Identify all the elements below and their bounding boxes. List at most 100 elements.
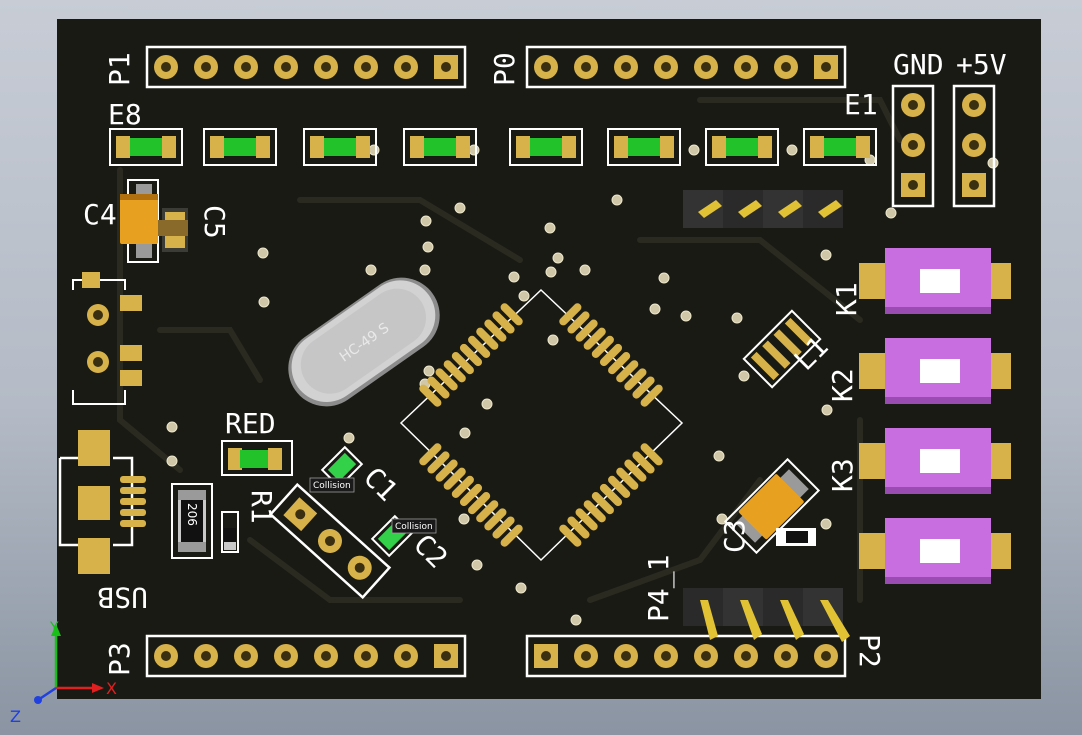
qfp-pin: [608, 475, 631, 498]
pin-hole: [281, 62, 291, 72]
capacitor-c5: [158, 208, 188, 252]
qfp-pin: [624, 368, 647, 391]
qfp-pin: [459, 343, 483, 367]
qfp-pin: [451, 352, 474, 375]
qfp-pin: [567, 311, 590, 334]
resistor-206: 206: [171, 483, 213, 559]
qfp-pin: [616, 467, 639, 490]
pin-hole: [581, 62, 591, 72]
qfp-pin: [492, 516, 515, 539]
usb-connector[interactable]: [58, 430, 146, 574]
label-c5: C5: [198, 205, 231, 239]
qfp-pin: [632, 451, 655, 474]
qfp-pin: [575, 319, 598, 342]
qfp-pin: [459, 483, 483, 507]
qfp-pin: [443, 360, 466, 383]
push-button-k4[interactable]: [859, 518, 1011, 584]
right-angle-header-p4[interactable]: [683, 588, 850, 642]
pin-hole: [401, 62, 411, 72]
qfp-pin: [419, 443, 442, 466]
label-k2: K2: [826, 368, 859, 402]
pin-hole: [701, 62, 711, 72]
header-3pin-angled[interactable]: [268, 482, 392, 600]
label-e8: E8: [108, 98, 142, 131]
header-p1[interactable]: [145, 45, 467, 89]
pin-hole: [821, 62, 831, 72]
label-p2: P2: [853, 634, 886, 668]
label-c3: C3: [718, 519, 751, 553]
led-red: [221, 440, 293, 476]
pin-hole: [741, 62, 751, 72]
pin-hole: [401, 651, 411, 661]
qfp-pin: [468, 335, 491, 358]
qfp-pin: [484, 508, 507, 531]
label-p1: P1: [103, 52, 136, 86]
axis-x-label: X: [106, 679, 117, 698]
qfp-pin: [575, 508, 598, 531]
push-button-k2[interactable]: [859, 338, 1011, 404]
axis-z-label: Z: [10, 707, 21, 726]
right-angle-header-top[interactable]: [683, 190, 843, 228]
pin-hole: [781, 651, 791, 661]
pin-hole: [541, 651, 551, 661]
qfp-pin: [427, 451, 450, 474]
label-c4: C4: [83, 198, 117, 231]
pin-hole: [161, 651, 171, 661]
small-part-near-c3: [776, 528, 816, 546]
qfp-pin: [435, 459, 458, 482]
qfp-pin: [632, 376, 655, 399]
qfp-pin: [443, 467, 466, 490]
tact-switch-left[interactable]: [72, 272, 142, 405]
pin-hole: [701, 651, 711, 661]
led-smd: [705, 128, 779, 166]
pin-hole: [621, 651, 631, 661]
capacitor-c3: [723, 457, 821, 555]
led-smd: [509, 128, 583, 166]
qfp-pin: [608, 352, 631, 375]
label-red: RED: [225, 407, 276, 440]
header-p2[interactable]: [525, 634, 847, 678]
pin-hole: [781, 62, 791, 72]
qfp-pin: [419, 384, 442, 407]
mcu-qfp: [399, 288, 684, 562]
label-k3: K3: [826, 458, 859, 492]
led-smd: [803, 128, 877, 166]
led-smd: [403, 128, 477, 166]
qfp-pin: [640, 443, 663, 466]
qfp-pin: [559, 524, 582, 547]
qfp-pin: [468, 492, 491, 515]
pin-hole: [361, 651, 371, 661]
push-button-k3[interactable]: [859, 428, 1011, 494]
qfp-pin: [500, 303, 523, 326]
qfp-pin: [427, 376, 450, 399]
pin-hole: [241, 62, 251, 72]
vias: [166, 144, 999, 626]
resistor-code: 206: [185, 503, 199, 526]
led-smd: [607, 128, 681, 166]
header-p3[interactable]: [145, 634, 467, 678]
crystal-hc49s: HC-49 S: [288, 277, 440, 407]
copper-traces: [117, 97, 903, 603]
pin-hole: [161, 62, 171, 72]
header-5v[interactable]: [952, 84, 996, 208]
qfp-pin: [476, 500, 499, 523]
header-gnd[interactable]: [891, 84, 935, 208]
label-r1: R1: [245, 490, 278, 524]
collision-label-2: Collision: [395, 522, 433, 532]
collision-marker-1[interactable]: Collision: [309, 477, 355, 493]
header-p0[interactable]: [525, 45, 847, 89]
qfp-pin: [559, 303, 582, 326]
qfp-pin: [492, 311, 515, 334]
qfp-pin: [484, 319, 507, 342]
label-usb: USB: [97, 581, 148, 614]
label-p3: P3: [103, 642, 136, 676]
pin-hole: [661, 651, 671, 661]
qfp-pin: [451, 475, 474, 498]
pin-hole: [621, 62, 631, 72]
qfp-pin: [583, 500, 606, 523]
collision-marker-2[interactable]: Collision: [391, 518, 437, 534]
pin-hole: [661, 62, 671, 72]
pin-hole: [281, 651, 291, 661]
push-button-k1[interactable]: [859, 248, 1011, 314]
